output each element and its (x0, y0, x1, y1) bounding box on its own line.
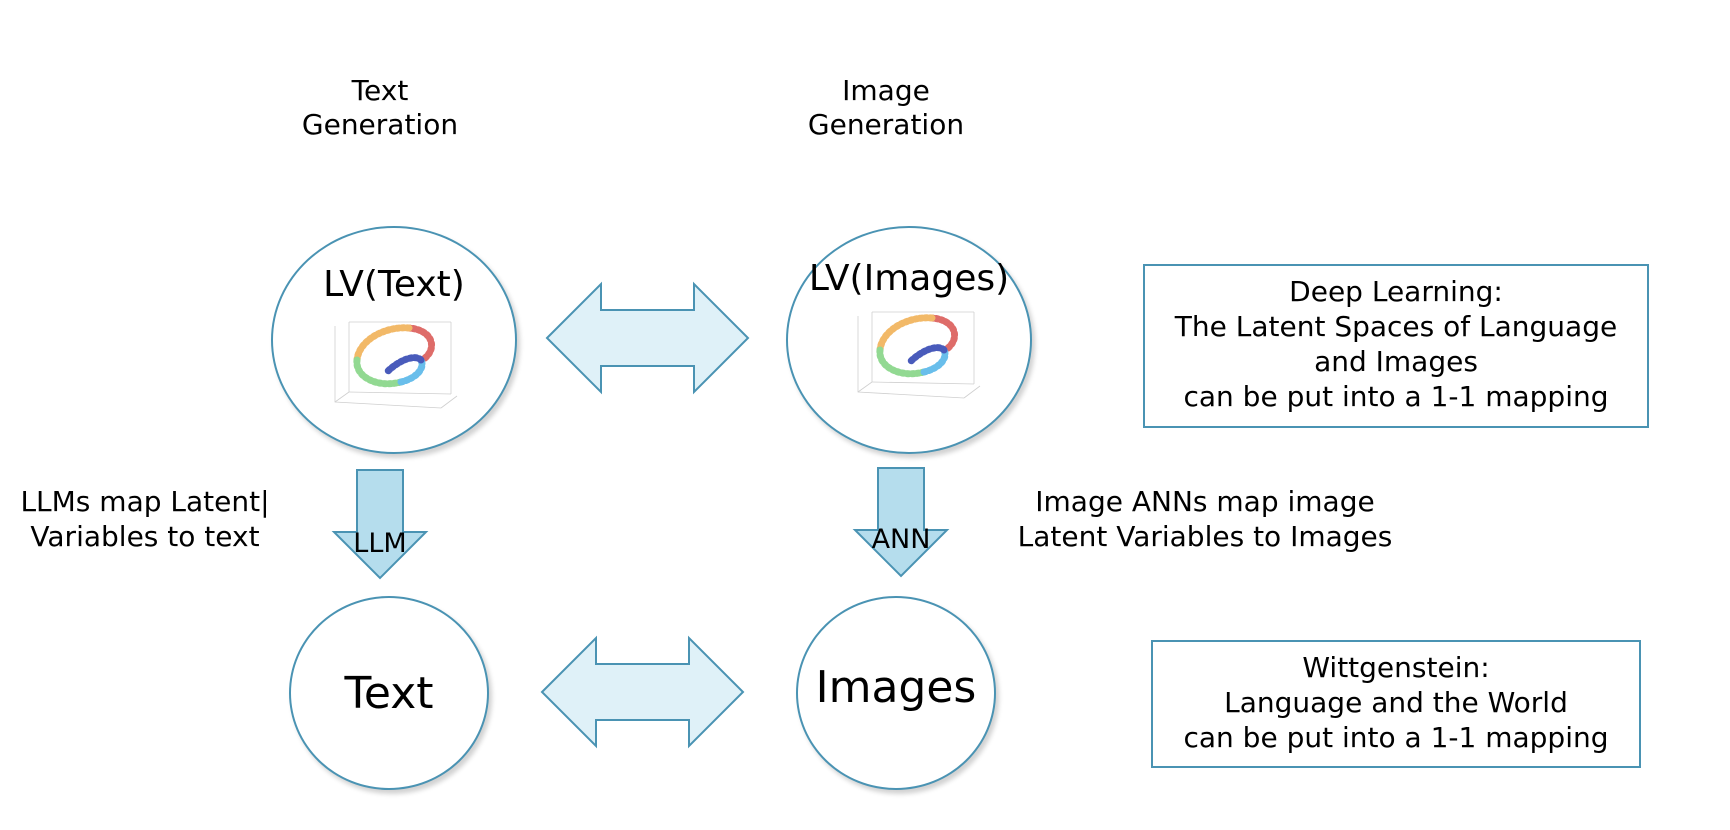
bidirectional-arrow-icon (540, 635, 745, 749)
llm-arrow-label: LLM (353, 528, 407, 559)
bidirectional-arrow-icon (545, 281, 750, 395)
text-generation-header: Text Generation (301, 74, 459, 141)
text-node-label: Text (344, 668, 434, 719)
lv-images-label: LV(Images) (808, 258, 1010, 299)
image-generation-header: Image Generation (807, 74, 965, 141)
ann-down-arrow-icon (852, 467, 950, 578)
images-node: Images (796, 596, 996, 790)
llm-side-note: LLMs map Latent| Variables to text (20, 485, 270, 553)
lv-text-label: LV(Text) (323, 264, 465, 305)
latent-plot-icon (334, 321, 458, 409)
lv-text-node: LV(Text) (271, 226, 517, 454)
wittgenstein-box: Wittgenstein: Language and the World can… (1151, 640, 1641, 768)
deep-learning-box: Deep Learning: The Latent Spaces of Lang… (1143, 264, 1649, 428)
latent-plot-icon (857, 311, 981, 399)
lv-images-node: LV(Images) (786, 226, 1032, 454)
text-node: Text (289, 596, 489, 790)
llm-down-arrow-icon (331, 469, 429, 580)
ann-arrow-label: ANN (871, 524, 931, 555)
images-node-label: Images (815, 662, 977, 713)
ann-side-note: Image ANNs map image Latent Variables to… (1017, 485, 1393, 553)
